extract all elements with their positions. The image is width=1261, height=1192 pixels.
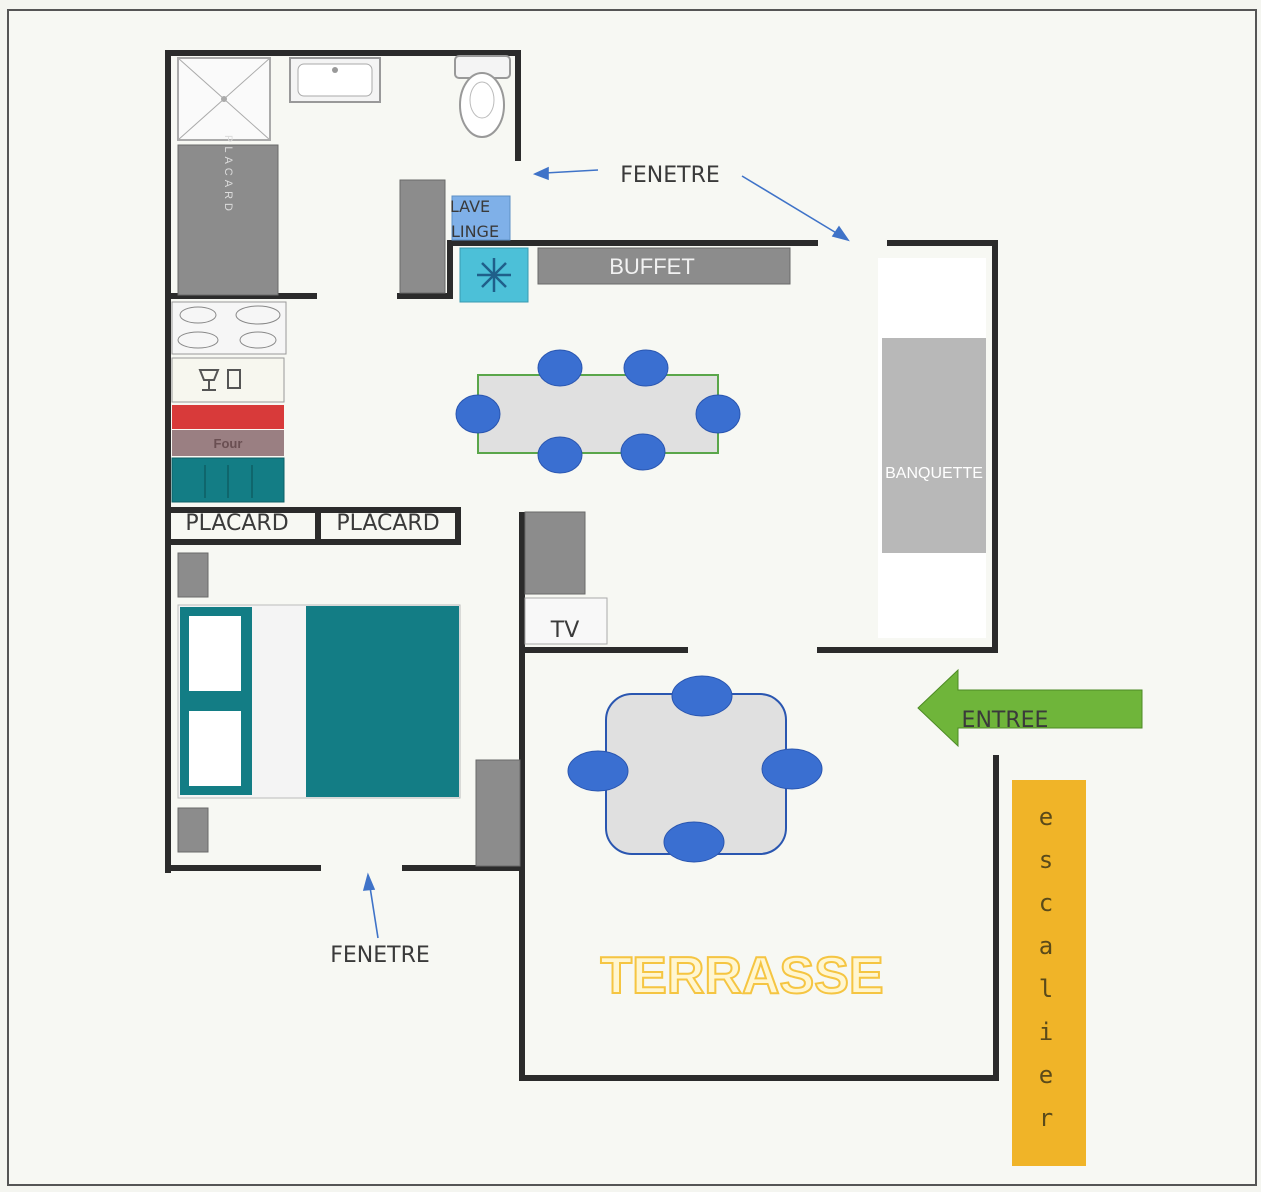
red-appliance xyxy=(172,405,284,429)
stairs xyxy=(1012,780,1086,1166)
chair xyxy=(663,821,725,863)
terrace-chairs xyxy=(567,675,823,863)
shower-icon xyxy=(177,57,271,141)
chair xyxy=(537,436,583,474)
bench-label: BANQUETTE xyxy=(885,465,983,482)
chair xyxy=(567,750,629,792)
tv-label: TV xyxy=(550,618,580,643)
stairs-letter: e xyxy=(1039,803,1053,831)
vertical-cupboard xyxy=(177,144,279,296)
sink-icon xyxy=(289,57,381,103)
bench xyxy=(882,338,986,553)
buffet-label: BUFFET xyxy=(609,254,695,279)
stairs-letter: i xyxy=(1039,1018,1053,1046)
stairs-letter: a xyxy=(1039,932,1053,960)
chair xyxy=(620,433,666,471)
dishwasher-icon xyxy=(171,357,285,403)
cupboard-right-label: PLACARD xyxy=(336,511,439,536)
window-arrow-bottom xyxy=(362,872,379,939)
cupboard-left-label: PLACARD xyxy=(185,511,288,536)
pillow xyxy=(189,616,241,691)
stairs-letter: l xyxy=(1039,975,1053,1003)
buffet xyxy=(537,247,791,285)
vertical-cupboard-label: PLACARD xyxy=(222,135,234,215)
walls xyxy=(165,50,999,1081)
chair xyxy=(455,394,501,434)
nightstand-bottom xyxy=(177,807,209,853)
dining-table-rect xyxy=(477,374,719,454)
dining-chairs xyxy=(455,349,741,474)
entrance-arrow xyxy=(917,668,1143,748)
stairs-letter: s xyxy=(1039,846,1053,874)
toilet-icon xyxy=(454,55,511,138)
washing-machine-label-1: LAVE xyxy=(450,197,490,216)
stove-icon xyxy=(171,301,287,355)
pillow xyxy=(189,711,241,786)
oven-label: Four xyxy=(214,436,243,451)
stairs-letter: c xyxy=(1039,889,1053,917)
bed xyxy=(177,604,461,799)
chair xyxy=(671,675,733,717)
wardrobe xyxy=(475,759,521,867)
stairs-letter: r xyxy=(1039,1104,1053,1132)
stairs-letter: e xyxy=(1039,1061,1053,1089)
tv-cabinet xyxy=(524,511,586,595)
nightstand-top xyxy=(177,552,209,598)
washing-machine xyxy=(451,195,511,241)
terrace-label: TERRASSE xyxy=(600,947,883,1005)
snowflake-icon xyxy=(477,258,511,292)
entrance-label: ENTREE xyxy=(962,708,1049,733)
tv xyxy=(524,597,608,645)
chair xyxy=(695,394,741,434)
tall-cabinet xyxy=(399,179,446,294)
oven xyxy=(172,430,284,456)
chair xyxy=(761,748,823,790)
window-top-label: FENETRE xyxy=(620,163,720,188)
window-bottom-label: FENETRE xyxy=(330,943,430,968)
washing-machine-label-2: LINGE xyxy=(451,222,499,241)
chair xyxy=(537,349,583,387)
chair xyxy=(623,349,669,387)
window-arrows-top xyxy=(532,166,850,242)
